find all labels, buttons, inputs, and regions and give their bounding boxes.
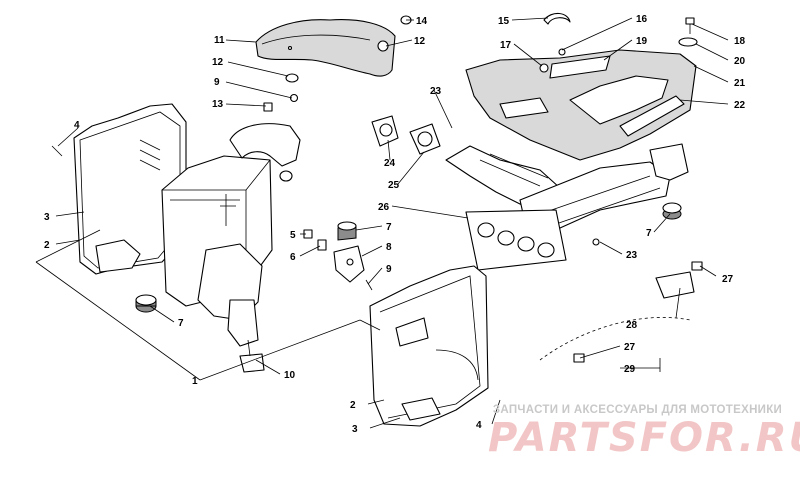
- callout-12-right: 12: [414, 36, 426, 47]
- watermark-logo: PARTSFOR.RU: [488, 415, 800, 461]
- gasket-set: [371, 115, 441, 155]
- rubber-mount-left: [135, 294, 157, 313]
- callout-21: 21: [734, 78, 746, 89]
- callout-1: 1: [192, 376, 198, 387]
- rear-mount-bracket: [539, 143, 703, 372]
- callout-16: 16: [636, 14, 648, 25]
- side-heat-shield-right: [369, 265, 489, 427]
- callout-8: 8: [386, 242, 392, 253]
- callout-4-left: 4: [74, 120, 80, 131]
- heat-shield-upper: [255, 19, 396, 77]
- callout-12-left: 12: [212, 57, 224, 68]
- callout-27-right: 27: [722, 274, 734, 285]
- callout-20: 20: [734, 56, 746, 67]
- callout-29: 29: [624, 364, 636, 375]
- callout-13: 13: [212, 99, 224, 110]
- callout-23-bottom: 23: [626, 250, 638, 261]
- callout-2-left: 2: [44, 240, 50, 251]
- callout-5: 5: [290, 230, 296, 241]
- callout-24: 24: [384, 158, 396, 169]
- leader-lines: [35, 17, 729, 429]
- callout-3-left: 3: [44, 212, 50, 223]
- callout-7-center: 7: [386, 222, 392, 233]
- muffler-assembly: [161, 123, 301, 347]
- exhaust-manifold: [445, 145, 671, 271]
- callout-3-right: 3: [352, 424, 358, 435]
- callout-14: 14: [416, 16, 428, 27]
- callout-7-left: 7: [178, 318, 184, 329]
- callout-6: 6: [290, 252, 296, 263]
- callout-26: 26: [378, 202, 390, 213]
- center-bracket: [333, 221, 365, 283]
- callout-15: 15: [498, 16, 510, 27]
- callout-17: 17: [500, 40, 512, 51]
- watermark-tagline: ЗАПЧАСТИ И АКСЕССУАРЫ ДЛЯ МОТОТЕХНИКИ: [492, 404, 783, 416]
- callout-25: 25: [388, 180, 400, 191]
- clamp-ring-set: [543, 12, 698, 47]
- callout-labels: 11 12 9 13 14 12 4 3 2 7 10 1 5 6 7 8 9 …: [44, 14, 746, 435]
- callout-22: 22: [734, 100, 746, 111]
- callout-23-top: 23: [430, 86, 442, 97]
- callout-18: 18: [734, 36, 746, 47]
- callout-11: 11: [214, 35, 225, 46]
- callout-19: 19: [636, 36, 648, 47]
- callout-27-bottom: 27: [624, 342, 636, 353]
- callout-7-right: 7: [646, 228, 652, 239]
- callout-4-right: 4: [476, 420, 482, 431]
- callout-9-center: 9: [386, 264, 392, 275]
- callout-2-right: 2: [350, 400, 356, 411]
- heat-shield-manifold: [465, 48, 697, 161]
- callout-28: 28: [626, 320, 638, 331]
- callout-9-top: 9: [214, 77, 220, 88]
- callout-10: 10: [284, 370, 296, 381]
